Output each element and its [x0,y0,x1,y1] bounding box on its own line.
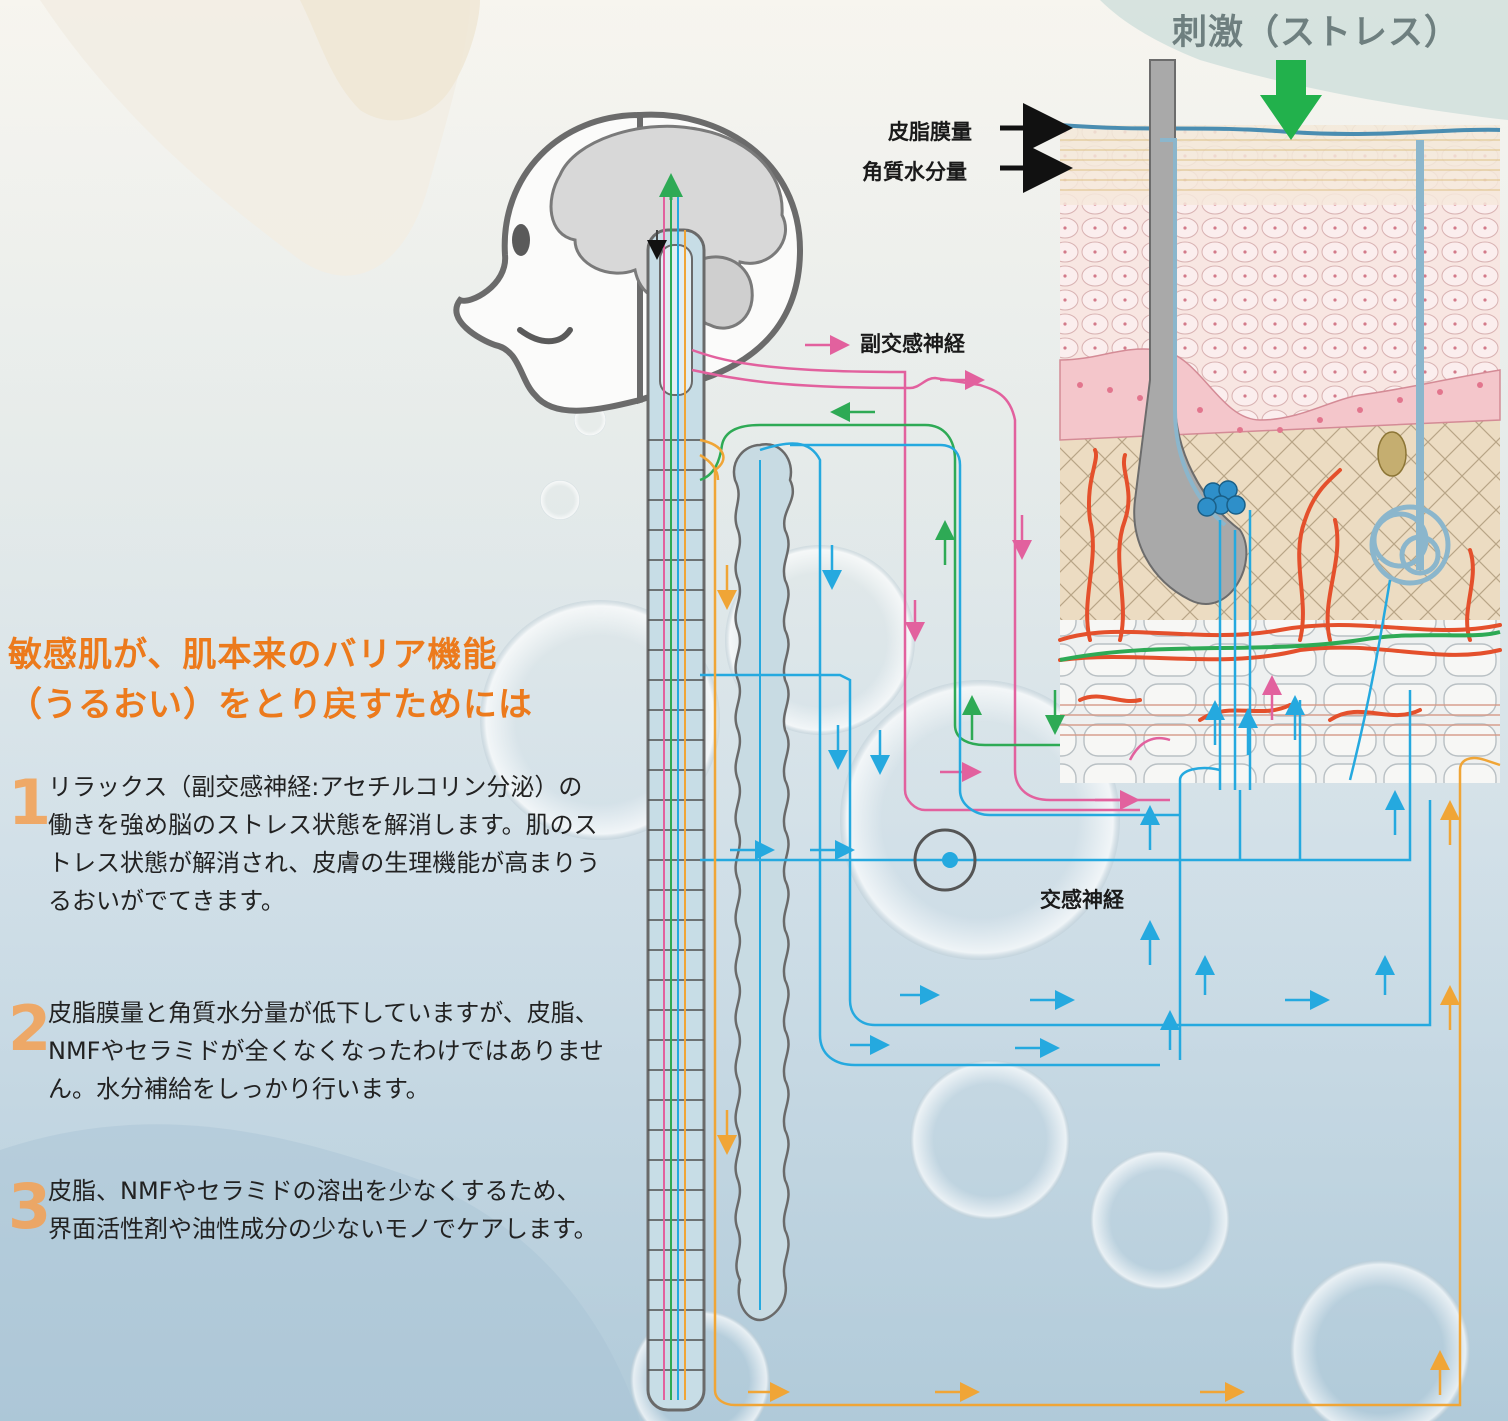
page-heading: 敏感肌が、肌本来のバリア機能 （うるおい）をとり戻すためには [8,630,608,730]
sebum-label: 皮脂膜量 [888,120,972,144]
sympathetic-label: 交感神経 [1040,888,1124,912]
parasympathetic-label: 副交感神経 [860,332,965,356]
heading-line-2: （うるおい）をとり戻すためには [8,685,533,725]
point-number: 3 [8,1170,52,1243]
stress-label: 刺激（ストレス） [1172,13,1461,53]
stress-arrow-icon [1260,60,1322,140]
point-text: 皮脂膜量と角質水分量が低下していますが、皮脂、NMFやセラミドが全くなくなったわ… [48,999,604,1103]
point-number: 2 [8,992,52,1065]
point-text: リラックス（副交感神経:アセチルコリン分泌）の働きを強め脳のストレス状態を解消し… [48,773,601,915]
point-number: 1 [8,766,52,839]
moisture-label: 角質水分量 [862,160,967,184]
heading-line-1: 敏感肌が、肌本来のバリア機能 [8,635,498,675]
point-text: 皮脂、NMFやセラミドの溶出を少なくするため、界面活性剤や油性成分の少ないモノで… [48,1177,598,1243]
